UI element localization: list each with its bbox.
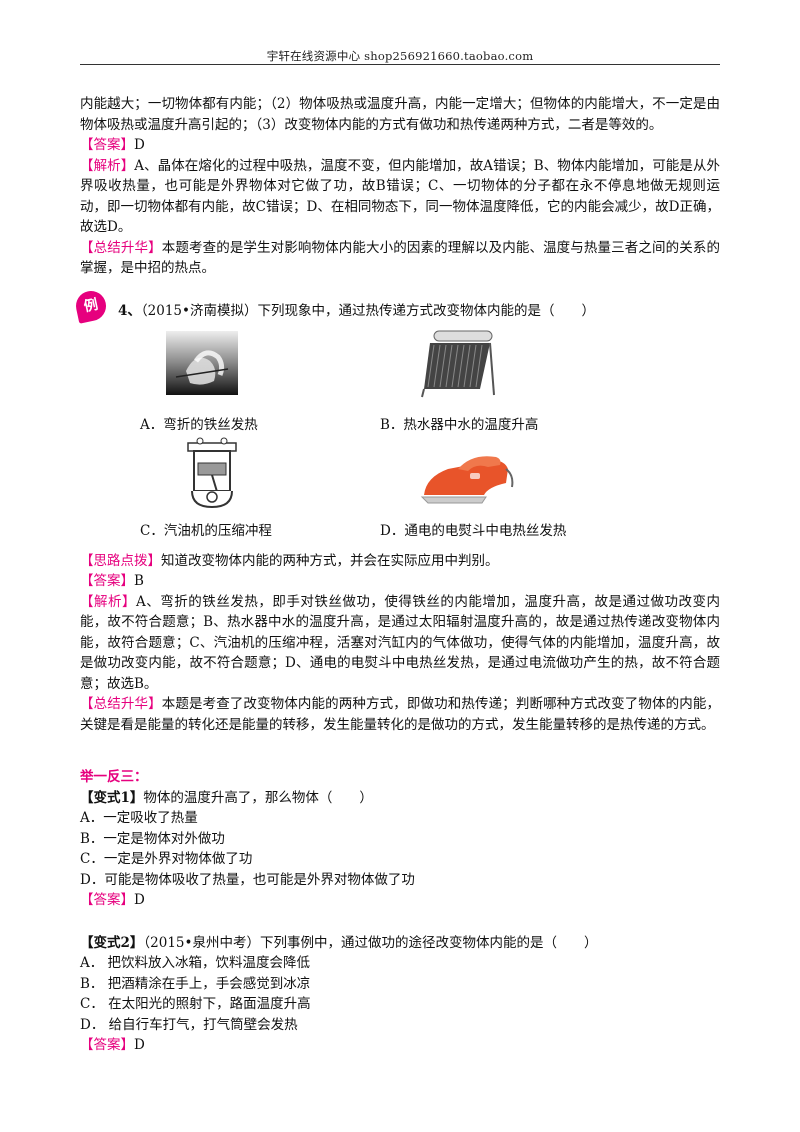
answer-value: B: [134, 573, 144, 589]
variant-2-option-d: D． 给自行车打气，打气筒壁会发热: [80, 1016, 298, 1033]
analysis-text: A、晶体在熔化的过程中吸热，温度不变，但内能增加，故A错误；B、物体内能增加，可…: [80, 157, 721, 236]
answer-tag: 【答案】: [80, 573, 134, 589]
page-content: 内能越大；一切物体都有内能；（2）物体吸热或温度升高，内能一定增大；但物体的内能…: [73, 94, 720, 1056]
previous-solution-text: 内能越大；一切物体都有内能；（2）物体吸热或温度升高，内能一定增大；但物体的内能…: [80, 96, 720, 133]
summary-text: 本题考查的是学生对影响物体内能大小的因素的理解以及内能、温度与热量三者之间的关系…: [80, 239, 721, 277]
example-4-question: 4、（2015•济南模拟）下列现象中，通过热传递方式改变物体内能的是（ ）: [118, 301, 595, 322]
header-divider: [80, 64, 720, 65]
variant-2-question: 【变式2】（2015•泉州中考）下列事例中，通过做功的途径改变物体内能的是（ ）: [80, 933, 720, 954]
variant-1-option-d: D．可能是物体吸收了热量，也可能是外界对物体做了功: [80, 871, 415, 888]
option-b: B．热水器中水的温度升高: [380, 416, 539, 433]
variant-2-option-a: A． 把饮料放入冰箱，饮料温度会降低: [80, 955, 311, 971]
option-c: C．汽油机的压缩冲程: [140, 522, 272, 539]
example-summary: 【总结升华】本题是考查了改变物体内能的两种方式，即做功和热传递；判断哪种方式改变…: [80, 694, 720, 735]
variant-2-option-c: C． 在太阳光的照射下，路面温度升高: [80, 996, 311, 1012]
summary-tag: 【总结升华】: [80, 696, 162, 712]
variant-1-question: 【变式1】物体的温度升高了，那么物体（ ）: [80, 788, 720, 809]
bent-wire-hands-image: [166, 330, 238, 395]
previous-analysis: 【解析】A、晶体在熔化的过程中吸热，温度不变，但内能增加，故A错误；B、物体内能…: [80, 156, 720, 238]
variant-1-label: 【变式1】: [80, 789, 144, 806]
answer-tag: 【答案】: [80, 892, 134, 908]
answer-value: D: [134, 137, 145, 153]
variant-1-answer: 【答案】D: [80, 890, 720, 911]
example-hint: 【思路点拨】知道改变物体内能的两种方式，并会在实际应用中判别。: [80, 551, 720, 572]
example-analysis: 【解析】A、弯折的铁丝发热，即手对铁丝做功，使得铁丝的内能增加，温度升高，故是通…: [80, 592, 720, 695]
practice-section-title: 举一反三：: [80, 769, 148, 785]
variant-2-label: 【变式2】: [80, 934, 144, 951]
hint-tag: 【思路点拨】: [80, 552, 161, 569]
variant-1-option-a: A．一定吸收了热量: [80, 810, 198, 826]
variant-2-text: （2015•泉州中考）下列事例中，通过做功的途径改变物体内能的是（ ）: [143, 934, 598, 951]
variant-1-option-b: B．一定是物体对外做功: [80, 830, 225, 847]
answer-value: D: [134, 1037, 145, 1053]
option-d: D．通电的电熨斗中电热丝发热: [380, 522, 567, 539]
solar-water-heater-image: [421, 330, 495, 397]
variant-1-text: 物体的温度升高了，那么物体（ ）: [143, 789, 373, 806]
previous-answer: 【答案】D: [80, 135, 720, 156]
summary-tag: 【总结升华】: [80, 239, 162, 256]
variant-2-option-b: B． 把酒精涂在手上，手会感觉到冰凉: [80, 975, 311, 992]
electric-iron-image: [420, 455, 514, 503]
answer-tag: 【答案】: [80, 1037, 134, 1053]
engine-cylinder-image: [187, 437, 237, 508]
analysis-text: A、弯折的铁丝发热，即手对铁丝做功，使得铁丝的内能增加，温度升高，故是通过做功改…: [80, 593, 721, 692]
answer-tag: 【答案】: [80, 137, 134, 153]
hint-text: 知道改变物体内能的两种方式，并会在实际应用中判别。: [161, 552, 499, 569]
variant-1-option-c: C．一定是外界对物体做了功: [80, 851, 253, 867]
previous-summary: 【总结升华】本题考查的是学生对影响物体内能大小的因素的理解以及内能、温度与热量三…: [80, 238, 720, 279]
option-a: A．弯折的铁丝发热: [140, 416, 258, 433]
page-header: 宇轩在线资源中心 shop256921660.taobao.com: [266, 49, 534, 63]
answer-value: D: [134, 892, 145, 908]
example-4-header: 例 4、（2015•济南模拟）下列现象中，通过热传递方式改变物体内能的是（ ）: [73, 287, 720, 331]
example-number: 4、: [118, 302, 141, 319]
summary-text: 本题是考查了改变物体内能的两种方式，即做功和热传递；判断哪种方式改变了物体的内能…: [80, 696, 721, 733]
analysis-tag: 【解析】: [80, 157, 135, 174]
variant-2-answer: 【答案】D: [80, 1035, 720, 1056]
example-question-text: （2015•济南模拟）下列现象中，通过热传递方式改变物体内能的是（ ）: [140, 302, 595, 319]
analysis-tag: 【解析】: [80, 593, 137, 610]
example-4-options: A．弯折的铁丝发热 B．热水器中水的温度升高 C．汽油机的压缩冲程 D．通电的电…: [80, 330, 720, 551]
example-answer: 【答案】B: [80, 571, 720, 592]
